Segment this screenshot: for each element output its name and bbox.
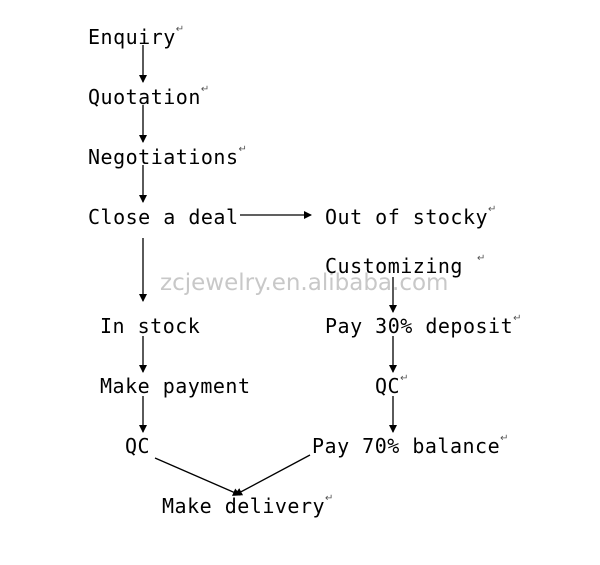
paragraph-mark: ↵ — [238, 144, 248, 155]
node-make-delivery-label: Make delivery — [162, 494, 326, 518]
node-pay-70-balance: Pay 70% balance↵ — [312, 434, 509, 459]
node-pay-30-deposit: Pay 30% deposit↵ — [325, 314, 522, 339]
node-enquiry-label: Enquiry — [88, 25, 176, 49]
paragraph-mark: ↵ — [175, 24, 185, 35]
paragraph-mark: ↵ — [200, 84, 210, 95]
node-pay-70-balance-label: Pay 70% balance — [312, 434, 501, 458]
node-in-stock: In stock — [100, 314, 200, 338]
node-pay-30-deposit-label: Pay 30% deposit — [325, 314, 514, 338]
paragraph-mark: ↵ — [400, 373, 409, 384]
paragraph-mark: ↵ — [325, 493, 334, 504]
node-make-delivery: Make delivery↵ — [162, 494, 333, 519]
node-quotation-label: Quotation — [88, 85, 201, 109]
node-qc-right: QC↵ — [375, 374, 408, 399]
node-out-of-stocky: Out of stocky↵ — [325, 205, 496, 230]
node-in-stock-label: In stock — [100, 314, 201, 338]
node-negotiations-label: Negotiations — [88, 145, 239, 169]
node-quotation: Quotation↵ — [88, 85, 209, 110]
watermark: zcjewelry.en.alibaba.com — [160, 270, 449, 296]
arrow-pay-70-balance-to-make-delivery — [234, 454, 311, 496]
node-out-of-stocky-label: Out of stocky — [325, 205, 489, 229]
node-qc-left: QC — [125, 434, 150, 458]
node-make-payment-label: Make payment — [100, 374, 251, 398]
node-close-a-deal: Close a deal — [88, 205, 239, 229]
node-make-payment: Make payment — [100, 374, 251, 398]
node-enquiry: Enquiry↵ — [88, 25, 184, 50]
node-qc-left-label: QC — [125, 434, 151, 458]
node-customizing-label: Customizing — [325, 254, 463, 278]
paragraph-mark: ↵ — [488, 204, 497, 215]
node-negotiations: Negotiations↵ — [88, 145, 247, 170]
paragraph-mark: ↵ — [513, 313, 523, 324]
paragraph-mark: ↵ — [500, 433, 510, 444]
node-customizing: Customizing ↵ — [325, 254, 485, 279]
arrow-qc-to-make-delivery — [154, 457, 241, 496]
node-qc-right-label: QC — [375, 374, 401, 398]
paragraph-mark: ↵ — [476, 253, 486, 264]
node-close-a-deal-label: Close a deal — [88, 205, 239, 229]
